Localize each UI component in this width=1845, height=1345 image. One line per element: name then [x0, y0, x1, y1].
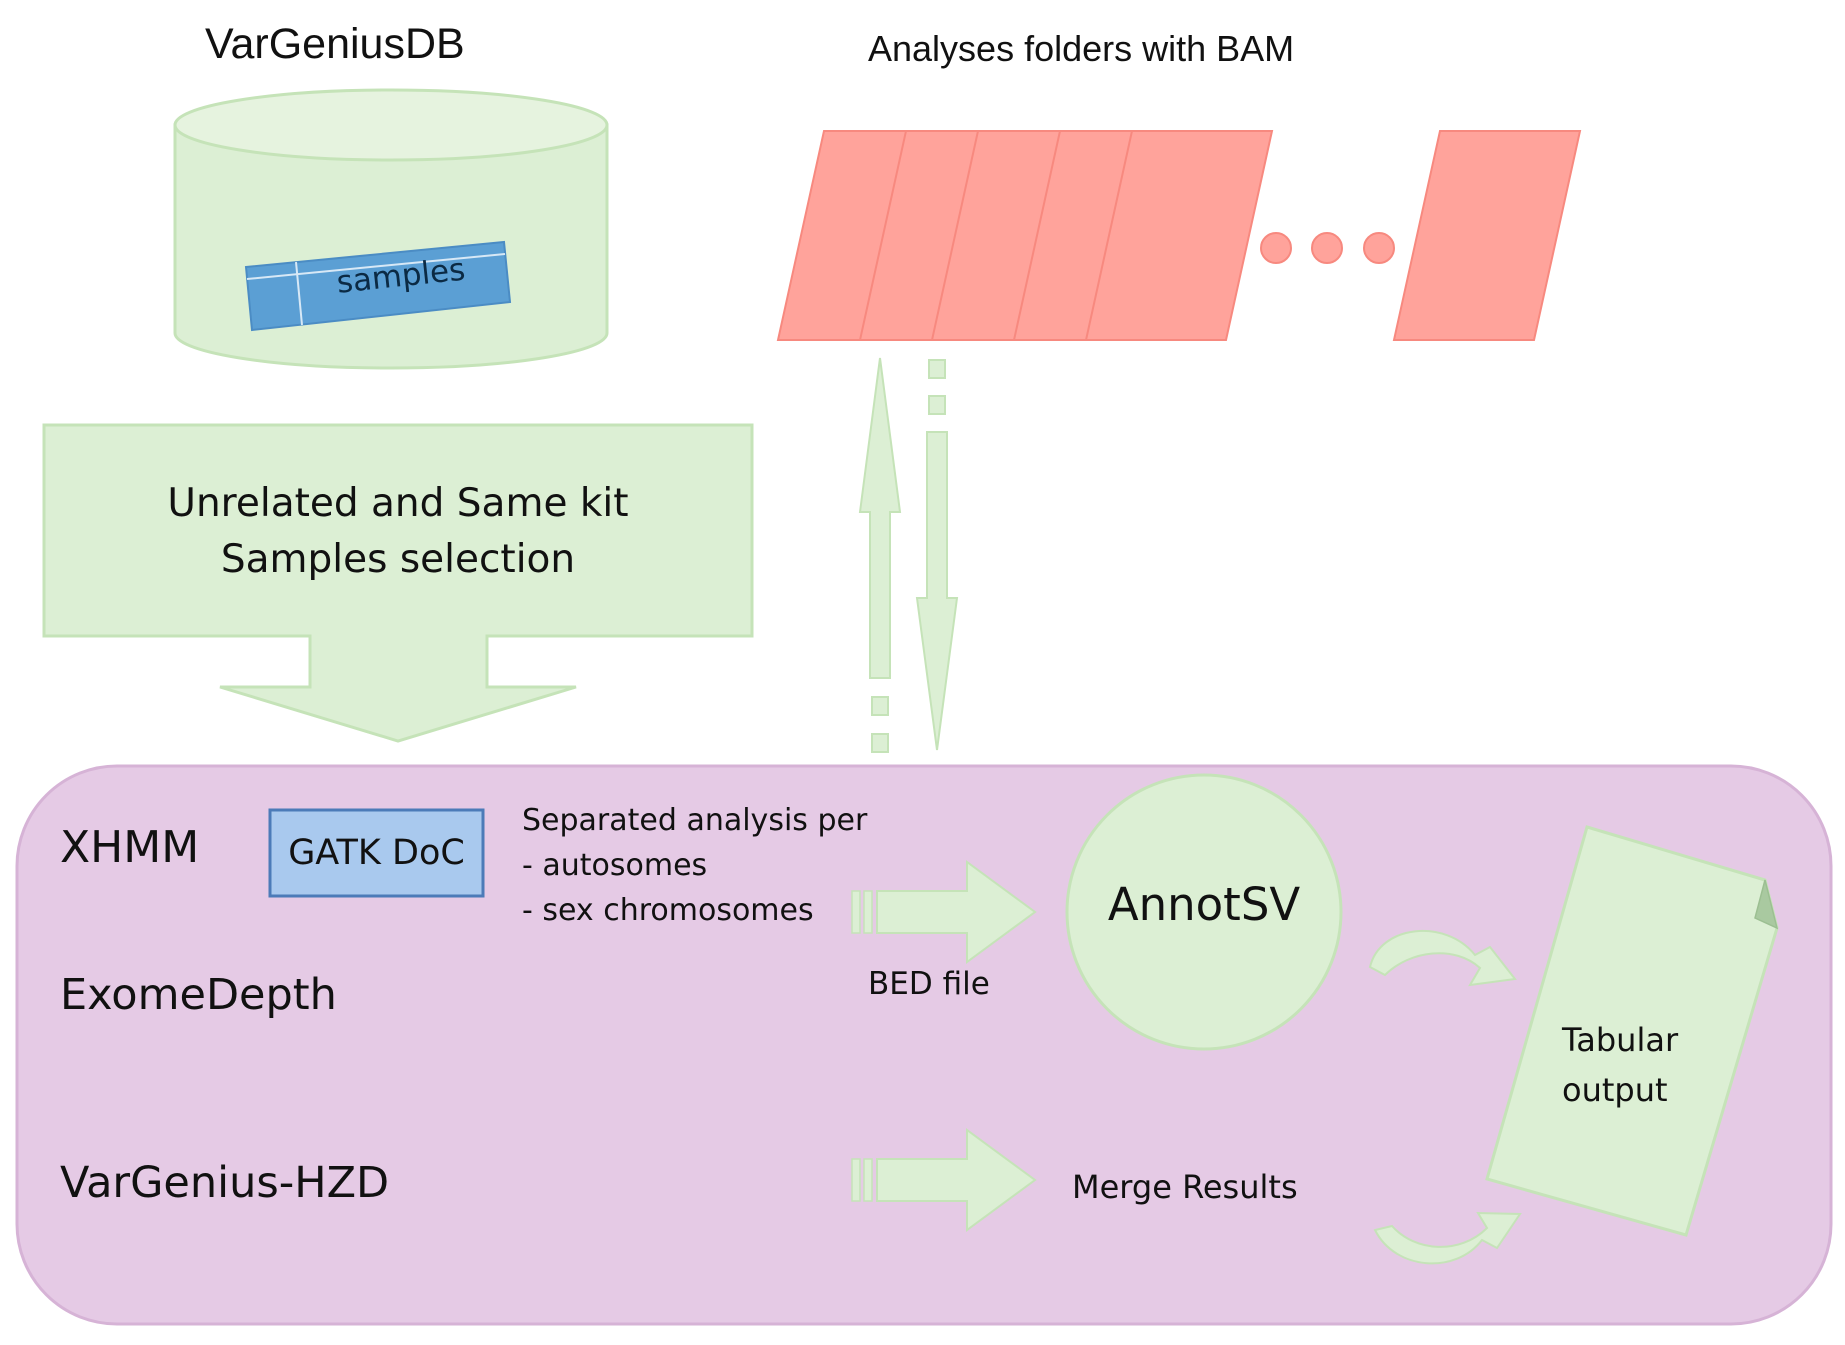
note-line: - autosomes: [522, 848, 708, 883]
database-title: VarGeniusDB: [205, 20, 465, 68]
tool-vargenius-hzd: VarGenius-HZD: [60, 1158, 390, 1208]
tabular-output-label: Tabular output: [1562, 1015, 1678, 1115]
selection-arrow: [42, 423, 754, 743]
bam-folder: [1084, 130, 1274, 341]
pipeline-panel: [15, 764, 1833, 1326]
gatk-doc-box: [268, 808, 485, 898]
tool-exomedepth: ExomeDepth: [60, 970, 337, 1020]
analyses-title: Analyses folders with BAM: [868, 28, 1295, 69]
selection-line: Unrelated and Same kit: [167, 481, 629, 526]
tool-xhmm: XHMM: [60, 822, 200, 873]
annotsv-circle: [1065, 773, 1343, 1051]
ellipsis-dot: [1363, 232, 1395, 264]
selection-line: Samples selection: [220, 537, 576, 582]
selection-label: Unrelated and Same kit Samples selection: [44, 476, 752, 588]
tabular-output-document: [1485, 825, 1779, 1237]
bam-folders: [776, 130, 1582, 341]
note-line: - sex chromosomes: [522, 893, 814, 928]
curved-arrow-top: [1368, 930, 1517, 987]
annotsv-label: AnnotSV: [1107, 878, 1301, 931]
curved-arrow-bottom: [1373, 1211, 1522, 1265]
output-line: output: [1562, 1071, 1668, 1109]
bed-file-label: BED file: [868, 966, 990, 1002]
ellipsis-dot: [1311, 232, 1343, 264]
arrow-to-annotsv: [851, 860, 1037, 964]
merge-results-label: Merge Results: [1072, 1168, 1298, 1206]
ellipsis-dot: [1260, 232, 1292, 264]
bam-folder: [1392, 130, 1582, 341]
separated-analysis-note: Separated analysis per - autosomes - sex…: [522, 798, 867, 933]
arrow-to-merge: [851, 1128, 1037, 1232]
note-line: Separated analysis per: [522, 803, 868, 838]
samples-table-icon: [244, 240, 512, 332]
database-cylinder: [173, 88, 609, 370]
down-arrow-from-bam: [915, 359, 959, 751]
gatk-doc-label: GATK DoC: [288, 833, 465, 873]
up-arrow-to-bam: [858, 357, 902, 753]
output-line: Tabular: [1562, 1021, 1679, 1059]
